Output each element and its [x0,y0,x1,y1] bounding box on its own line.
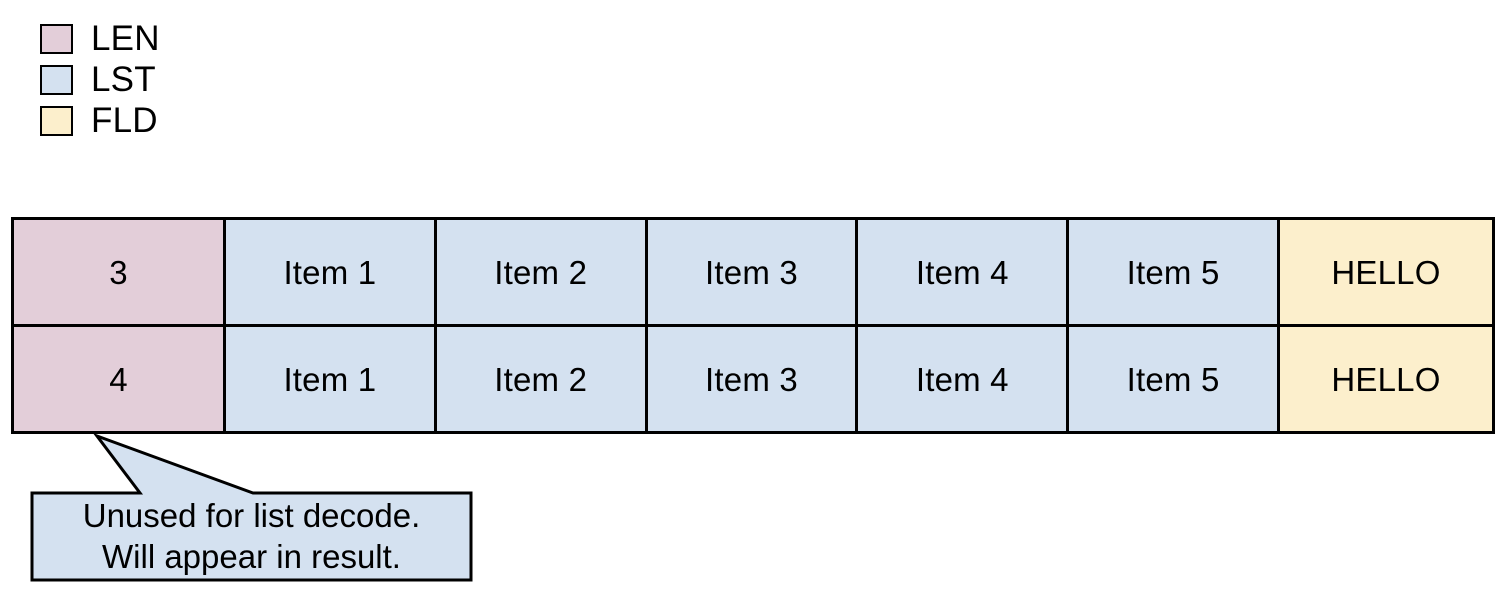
cell-list-item-3-row1: Item 3 [647,220,859,324]
callout-line-1: Unused for list decode. [82,496,421,534]
legend-item-fld: FLD [40,100,340,141]
cell-list-item-5-row1: Item 5 [1069,220,1280,324]
cell-list-item-1-row2: Item 1 [226,327,437,431]
legend-label-lst: LST [91,60,156,99]
cell-field-row1: HELLO [1279,220,1492,324]
legend: LEN LST FLD [40,18,340,141]
legend-label-fld: FLD [91,101,158,140]
cell-list-item-1-row1: Item 1 [226,220,437,324]
color-swatch-icon-lst [40,64,73,95]
cell-list-item-2-row1: Item 2 [436,220,648,324]
cell-list-item-5-row2: Item 5 [1069,327,1280,431]
color-swatch-icon-fld [40,105,73,136]
callout-text: Unused for list decode. Will appear in r… [32,491,471,580]
table-row: 4 Item 1 Item 2 Item 3 Item 4 Item 5 HEL… [14,327,1492,431]
callout-line-2: Will appear in result. [102,537,401,575]
cell-list-item-4-row2: Item 4 [858,327,1070,431]
callout-balloon-path [30,432,473,582]
cell-len-row2: 4 [14,327,226,431]
cell-len-row1: 3 [14,220,226,324]
cell-list-item-3-row2: Item 3 [647,327,859,431]
legend-item-lst: LST [40,59,340,100]
cell-list-item-2-row2: Item 2 [436,327,648,431]
color-swatch-icon-len [40,23,73,54]
record-table: 3 Item 1 Item 2 Item 3 Item 4 Item 5 HEL… [11,217,1495,434]
legend-label-len: LEN [91,19,160,58]
cell-field-row2: HELLO [1279,327,1492,431]
table-row: 3 Item 1 Item 2 Item 3 Item 4 Item 5 HEL… [14,220,1492,327]
legend-item-len: LEN [40,18,340,59]
cell-list-item-4-row1: Item 4 [858,220,1070,324]
